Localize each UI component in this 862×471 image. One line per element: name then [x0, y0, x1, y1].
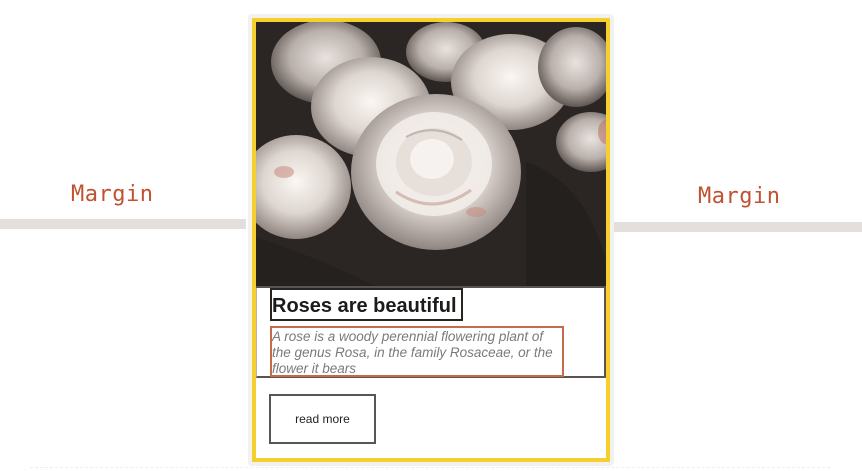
- margin-label-right: Margin: [698, 184, 781, 209]
- flowers-image: [256, 22, 606, 286]
- margin-indicator-left: [0, 219, 246, 229]
- card-description: A rose is a woody perennial flowering pl…: [270, 326, 564, 377]
- card-content-box: Roses are beautiful A rose is a woody pe…: [256, 288, 606, 378]
- margin-indicator-right: [608, 222, 862, 232]
- read-more-button[interactable]: read more: [269, 394, 376, 444]
- card-image: [256, 22, 606, 288]
- card-title: Roses are beautiful: [270, 288, 463, 321]
- margin-label-left: Margin: [71, 182, 154, 207]
- baseline-divider: [30, 467, 830, 469]
- rose-card: Roses are beautiful A rose is a woody pe…: [252, 18, 610, 462]
